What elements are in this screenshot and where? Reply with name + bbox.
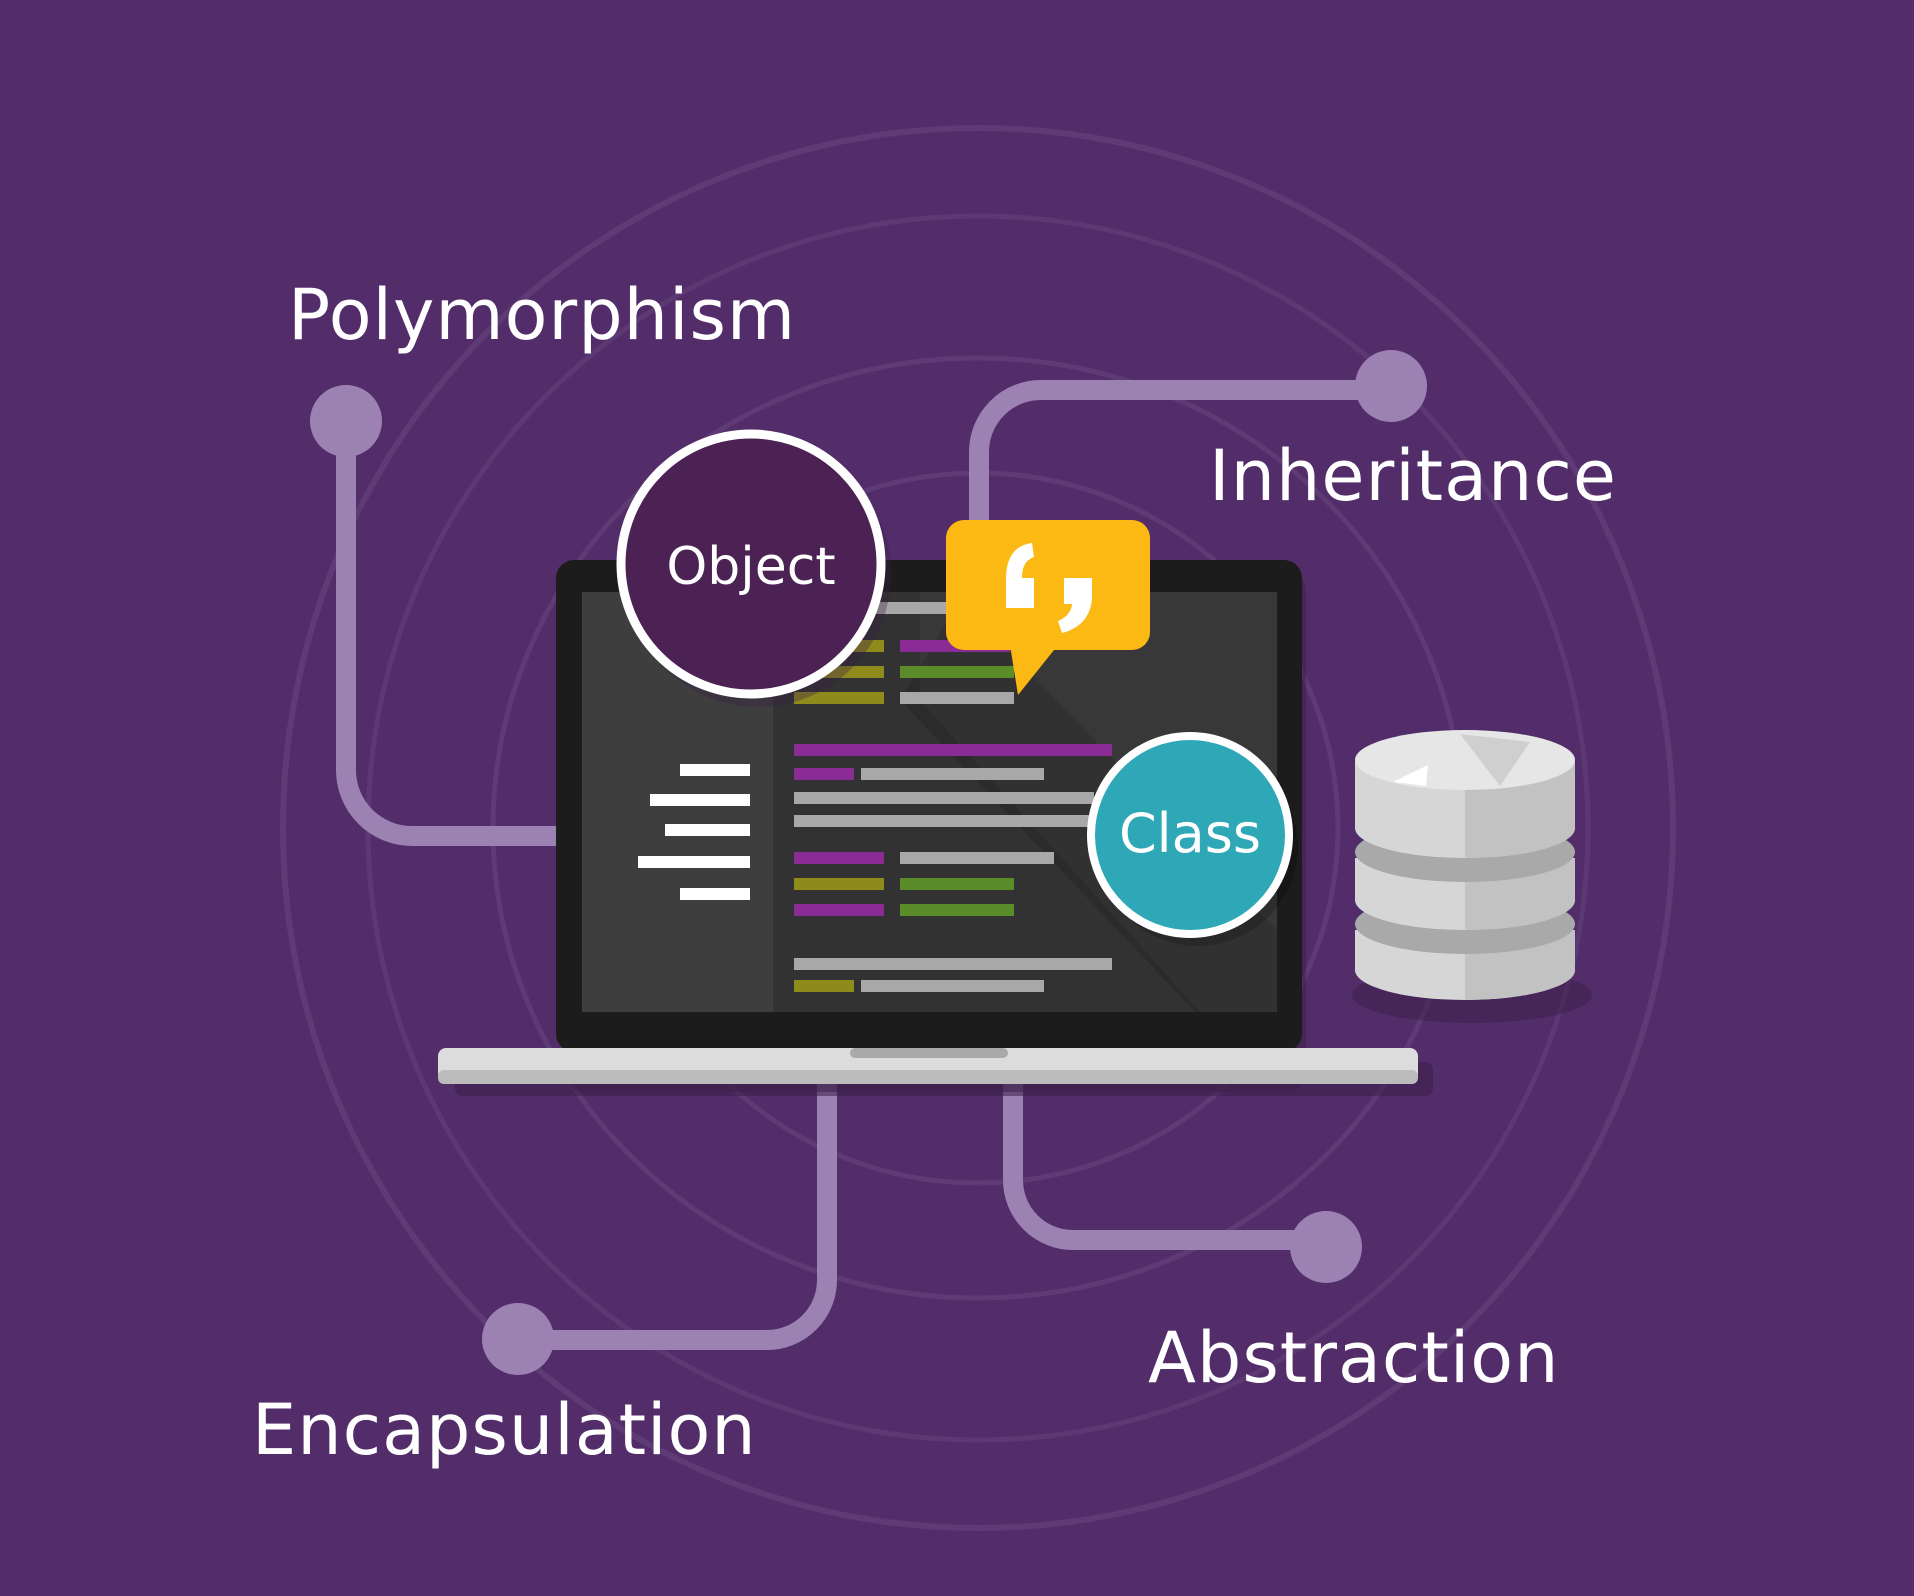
endpoint-polymorphism — [310, 385, 382, 457]
label-inheritance: Inheritance — [1209, 435, 1617, 517]
database-icon — [1352, 730, 1592, 1023]
class-badge-shape — [1087, 732, 1298, 946]
connector-encapsulation — [510, 1070, 837, 1350]
label-polymorphism: Polymorphism — [288, 274, 797, 356]
endpoint-inheritance — [1355, 350, 1427, 422]
object-badge-label: Object — [666, 537, 835, 597]
connectors — [336, 380, 1400, 1350]
laptop-notch — [850, 1048, 1008, 1058]
connector-polymorphism — [336, 410, 570, 846]
connector-endpoints — [310, 350, 1427, 1375]
connector-inheritance — [969, 380, 1400, 540]
object-badge-shape — [616, 429, 891, 707]
connector-abstraction — [1003, 1070, 1335, 1250]
endpoint-abstraction — [1290, 1211, 1362, 1283]
menu-lines-icon — [638, 764, 750, 900]
class-badge-label: Class — [1119, 802, 1261, 865]
label-abstraction: Abstraction — [1148, 1317, 1560, 1399]
endpoint-encapsulation — [482, 1303, 554, 1375]
label-encapsulation: Encapsulation — [252, 1389, 757, 1471]
quote-speech-bubble-icon — [946, 520, 1150, 695]
